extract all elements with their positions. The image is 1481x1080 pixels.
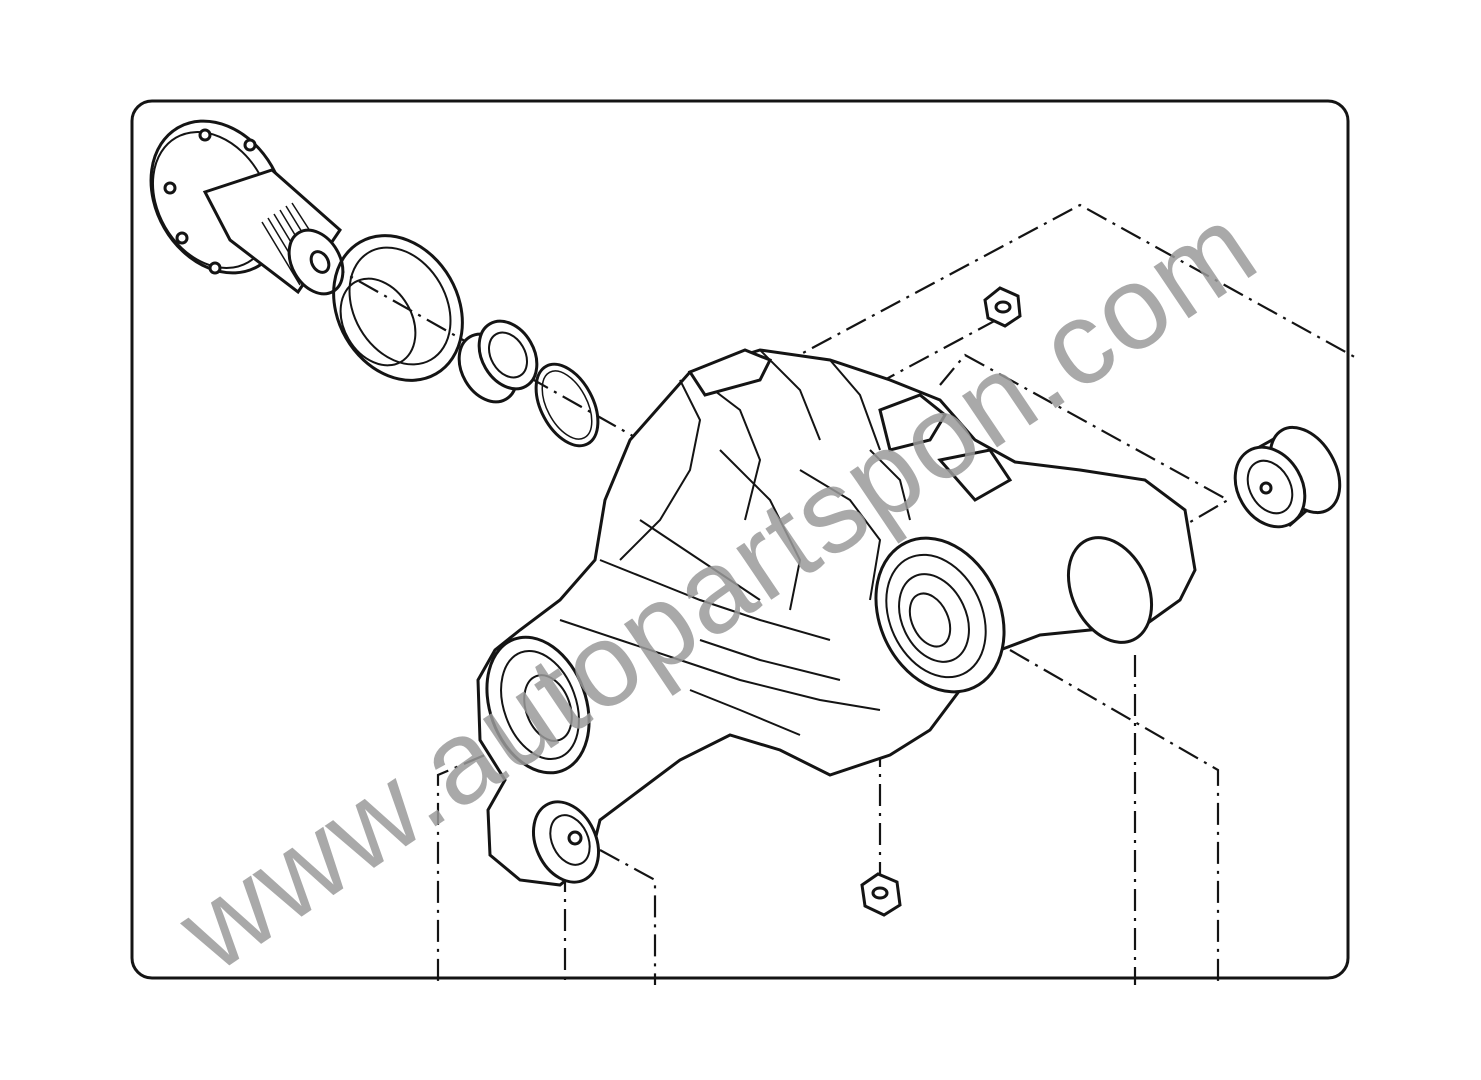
circlip (534, 362, 600, 448)
bottom-nut (860, 872, 902, 917)
bearing-sleeve (457, 319, 539, 404)
drive-flange (149, 119, 345, 296)
upper-nut (983, 286, 1022, 328)
differential-housing (476, 348, 1197, 887)
diagram-frame (130, 99, 1350, 980)
right-bushing (1233, 425, 1342, 529)
seal-ring (332, 234, 464, 382)
